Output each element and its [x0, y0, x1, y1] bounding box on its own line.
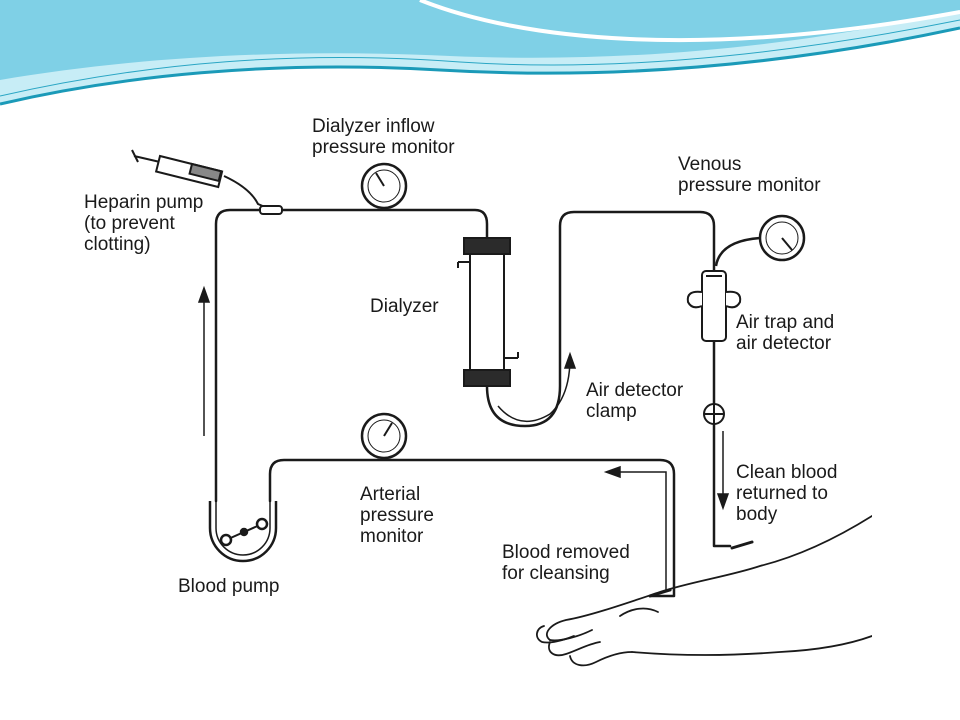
- flow-arrow-up-left: [197, 285, 211, 436]
- wave-line-dark: [0, 26, 960, 106]
- label-line: pressure: [360, 505, 434, 526]
- label-line: Blood removed: [502, 542, 630, 563]
- wave-line-thin: [0, 19, 960, 97]
- label-line: Dialyzer: [370, 296, 439, 317]
- label-air-trap: Air trap and air detector: [736, 312, 834, 354]
- dialyzer-cartridge: [457, 237, 519, 387]
- hemodialysis-diagram: Dialyzer inflow pressure monitor Heparin…: [80, 96, 872, 678]
- label-line: Arterial: [360, 484, 421, 505]
- wave-fill-mid: [0, 0, 960, 80]
- label-line: pressure monitor: [678, 175, 821, 196]
- label-line: Air detector: [586, 380, 684, 401]
- tubing-dialyzer-out: [485, 210, 716, 428]
- label-clean-blood: Clean blood returned to body: [736, 462, 837, 525]
- label-heparin-pump: Heparin pump (to prevent clotting): [84, 192, 203, 255]
- patient-arm: [536, 515, 872, 667]
- label-air-detector-clamp: Air detector clamp: [586, 380, 683, 422]
- air-trap-chamber: [686, 270, 742, 342]
- label-line: pressure monitor: [312, 137, 455, 158]
- flow-arrow-return: [716, 431, 730, 511]
- arterial-gauge: [360, 412, 408, 460]
- label-line: clamp: [586, 401, 637, 422]
- label-line: Clean blood: [736, 462, 838, 483]
- label-line: (to prevent: [84, 213, 175, 234]
- label-dialyzer-inflow-monitor: Dialyzer inflow pressure monitor: [312, 116, 455, 158]
- label-line: Dialyzer inflow: [312, 116, 435, 137]
- label-line: Heparin pump: [84, 192, 204, 213]
- slide-header-wave: [0, 0, 960, 106]
- label-line: Air trap and: [736, 312, 835, 333]
- label-line: Blood pump: [178, 576, 280, 597]
- tubing-venous-return: [712, 339, 732, 548]
- label-line: Venous: [678, 154, 742, 175]
- heparin-syringe: [131, 149, 283, 215]
- label-dialyzer: Dialyzer: [370, 296, 439, 317]
- label-arterial-monitor: Arterial pressure monitor: [360, 484, 434, 547]
- circuit-drawing: [131, 149, 872, 667]
- label-blood-pump: Blood pump: [178, 576, 279, 597]
- label-line: clotting): [84, 234, 151, 255]
- tubing-left-top: [214, 208, 489, 503]
- label-line: body: [736, 504, 778, 525]
- flow-arrow-dialyzer-out: [497, 351, 577, 423]
- label-venous-monitor: Venous pressure monitor: [678, 154, 821, 196]
- label-line: monitor: [360, 526, 424, 547]
- blood-pump: [208, 501, 278, 563]
- air-detector-clamp: [703, 403, 725, 425]
- tubing-arterial: [268, 458, 676, 598]
- label-line: returned to: [736, 483, 828, 504]
- label-line: for cleansing: [502, 563, 610, 584]
- flow-arrow-arterial: [603, 465, 667, 591]
- venous-gauge: [714, 214, 806, 267]
- dialyzer-inflow-gauge: [360, 162, 408, 210]
- wave-line-white: [419, 0, 960, 43]
- label-line: air detector: [736, 333, 832, 354]
- label-blood-removed: Blood removed for cleansing: [502, 542, 630, 584]
